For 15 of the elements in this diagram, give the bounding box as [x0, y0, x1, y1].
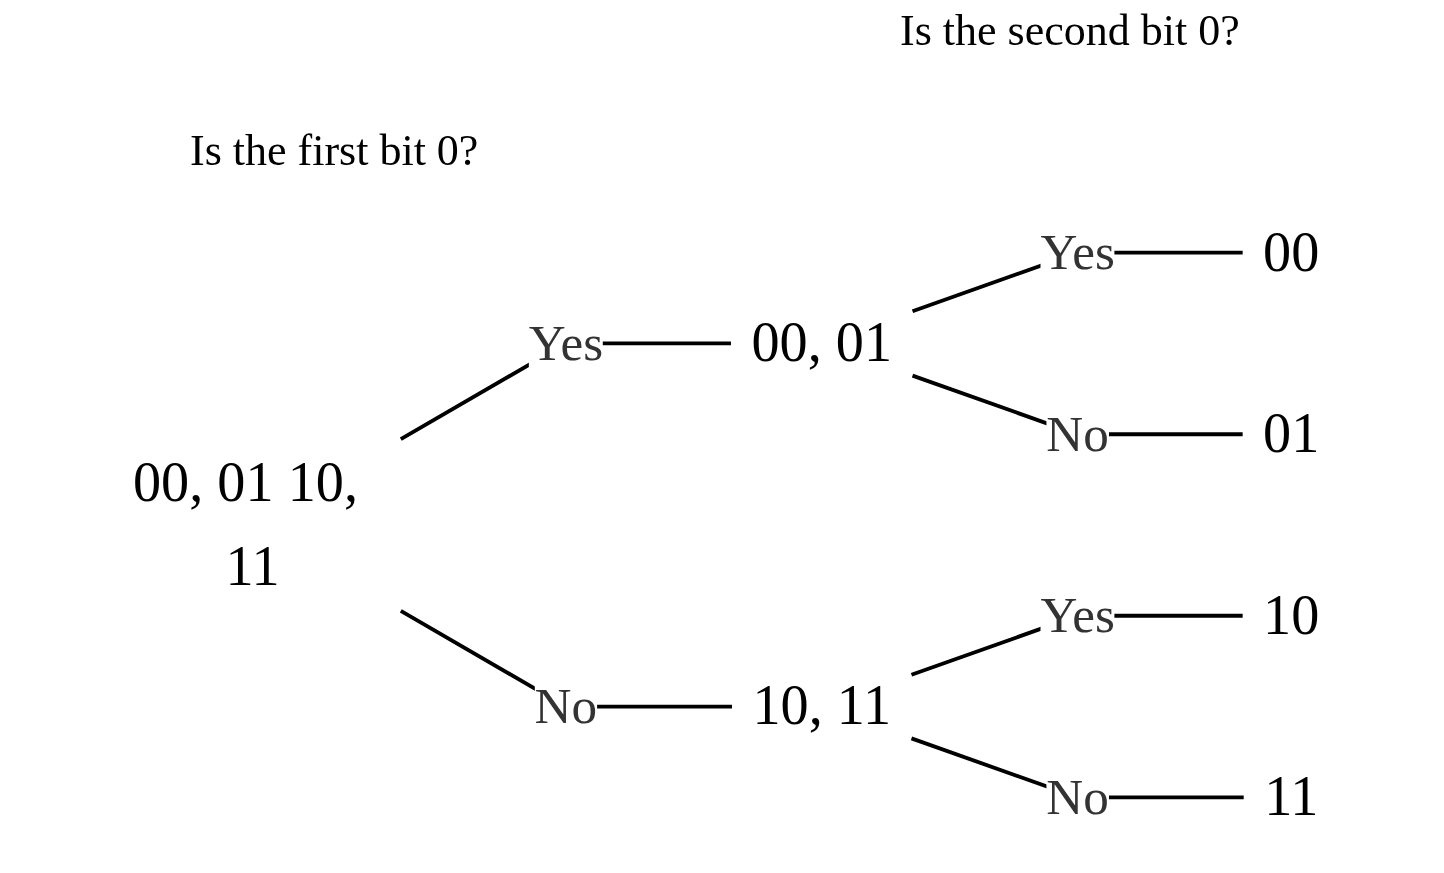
- node-text: 11: [1264, 765, 1319, 829]
- node-text: 01: [1263, 402, 1320, 465]
- edge-label: No: [1046, 404, 1109, 463]
- question-label: Is the first bit 0?: [190, 125, 479, 176]
- edge-label: Yes: [1040, 586, 1115, 644]
- node-text: 00, 01: [751, 311, 893, 375]
- edge-label: Yes: [528, 314, 604, 372]
- node-text: 00: [1263, 220, 1320, 284]
- node-text: 00, 01 10, 11: [132, 450, 358, 598]
- edge-label: No: [1046, 767, 1109, 826]
- node-text: 10: [1263, 583, 1320, 647]
- question-label: Is the second bit 0?: [900, 5, 1240, 56]
- edge-label: Yes: [1040, 223, 1115, 281]
- node-text: 10, 11: [752, 674, 892, 738]
- edge-label: No: [534, 677, 598, 735]
